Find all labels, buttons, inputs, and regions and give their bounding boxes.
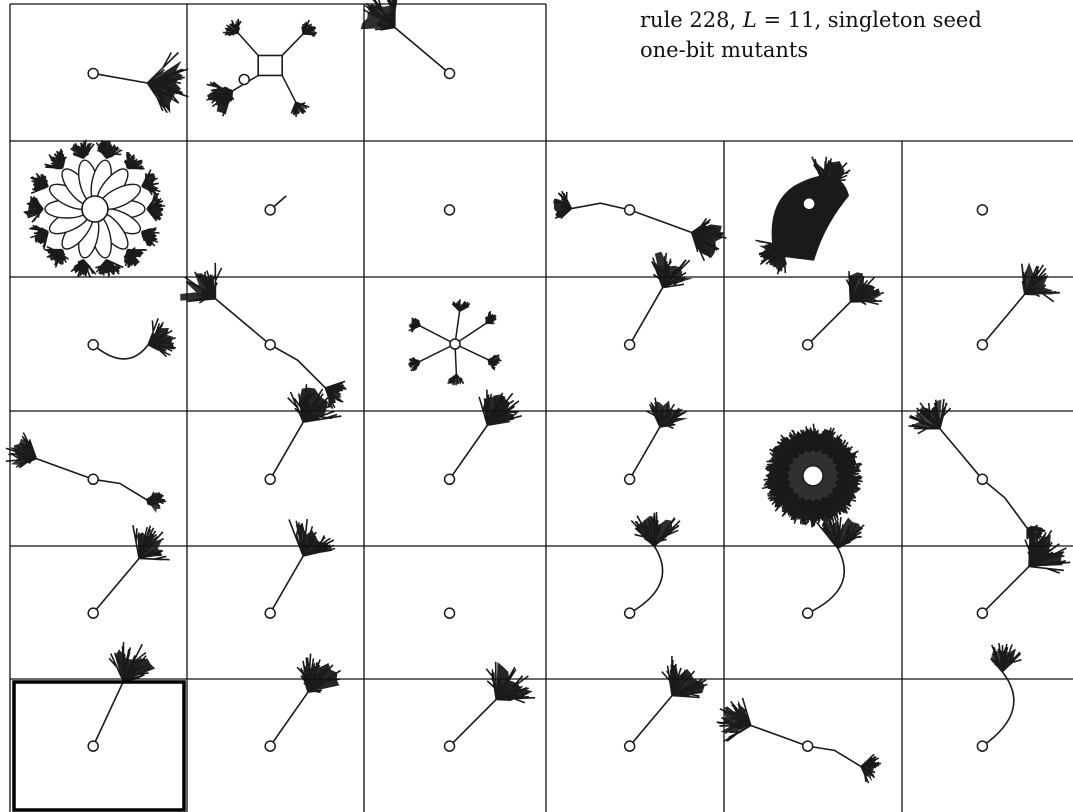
attractor-cell-r0-c1 [207, 19, 317, 117]
attractor-cell-r3-c0 [6, 433, 166, 514]
attractor-cell-r2-c2 [408, 299, 501, 385]
grid-lines [10, 4, 1073, 812]
cells-layer [6, 0, 1070, 783]
attractor-cell-r5-c2 [445, 662, 536, 751]
attractor-cell-r2-c4 [803, 271, 884, 350]
attractor-cell-r1-c4 [756, 157, 851, 275]
attractor-cell-r3-c5 [909, 399, 1046, 544]
attractor-cell-r4-c4 [803, 516, 865, 618]
attractor-cell-r2-c5 [977, 262, 1060, 349]
attractor-cell-r5-c5 [977, 643, 1021, 751]
caption-suffix: = 11, singleton seed [757, 8, 982, 32]
attractor-cell-r4-c0 [88, 525, 169, 618]
attractor-cell-r3-c2 [445, 390, 522, 485]
attractor-cell-r2-c3 [625, 252, 693, 350]
caption-line-2: one-bit mutants [640, 35, 982, 65]
attractor-cell-r0-c0 [88, 53, 188, 114]
attractor-cell-r1-c3 [553, 191, 726, 261]
attractor-cell-r1-c2 [445, 205, 455, 215]
highlighted-cell-frame [14, 682, 184, 810]
figure-caption: rule 228, L = 11, singleton seed one-bit… [640, 5, 982, 65]
caption-prefix: rule 228, [640, 8, 743, 32]
attractor-cell-r4-c3 [625, 512, 680, 618]
attractor-cell-r2-c1 [180, 263, 346, 409]
caption-line-1: rule 228, L = 11, singleton seed [640, 5, 982, 35]
attractor-cell-r4-c5 [977, 528, 1070, 619]
attractor-cell-r3-c4 [762, 424, 863, 528]
attractor-cell-r4-c1 [265, 519, 335, 618]
attractor-cell-r5-c3 [625, 656, 708, 751]
attractor-cell-r4-c2 [445, 608, 455, 618]
attractor-cell-r2-c0 [88, 318, 176, 358]
caption-variable: L [743, 8, 757, 32]
attractor-cell-r5-c0 [88, 642, 155, 751]
attractor-cell-r5-c1 [265, 654, 340, 751]
attractor-cell-r5-c4 [717, 698, 882, 783]
attractor-cell-r1-c0 [24, 140, 165, 278]
attractor-cell-r0-c2 [361, 0, 455, 78]
attractor-cell-r1-c5 [977, 205, 987, 215]
attractor-cell-r1-c1 [265, 196, 286, 215]
